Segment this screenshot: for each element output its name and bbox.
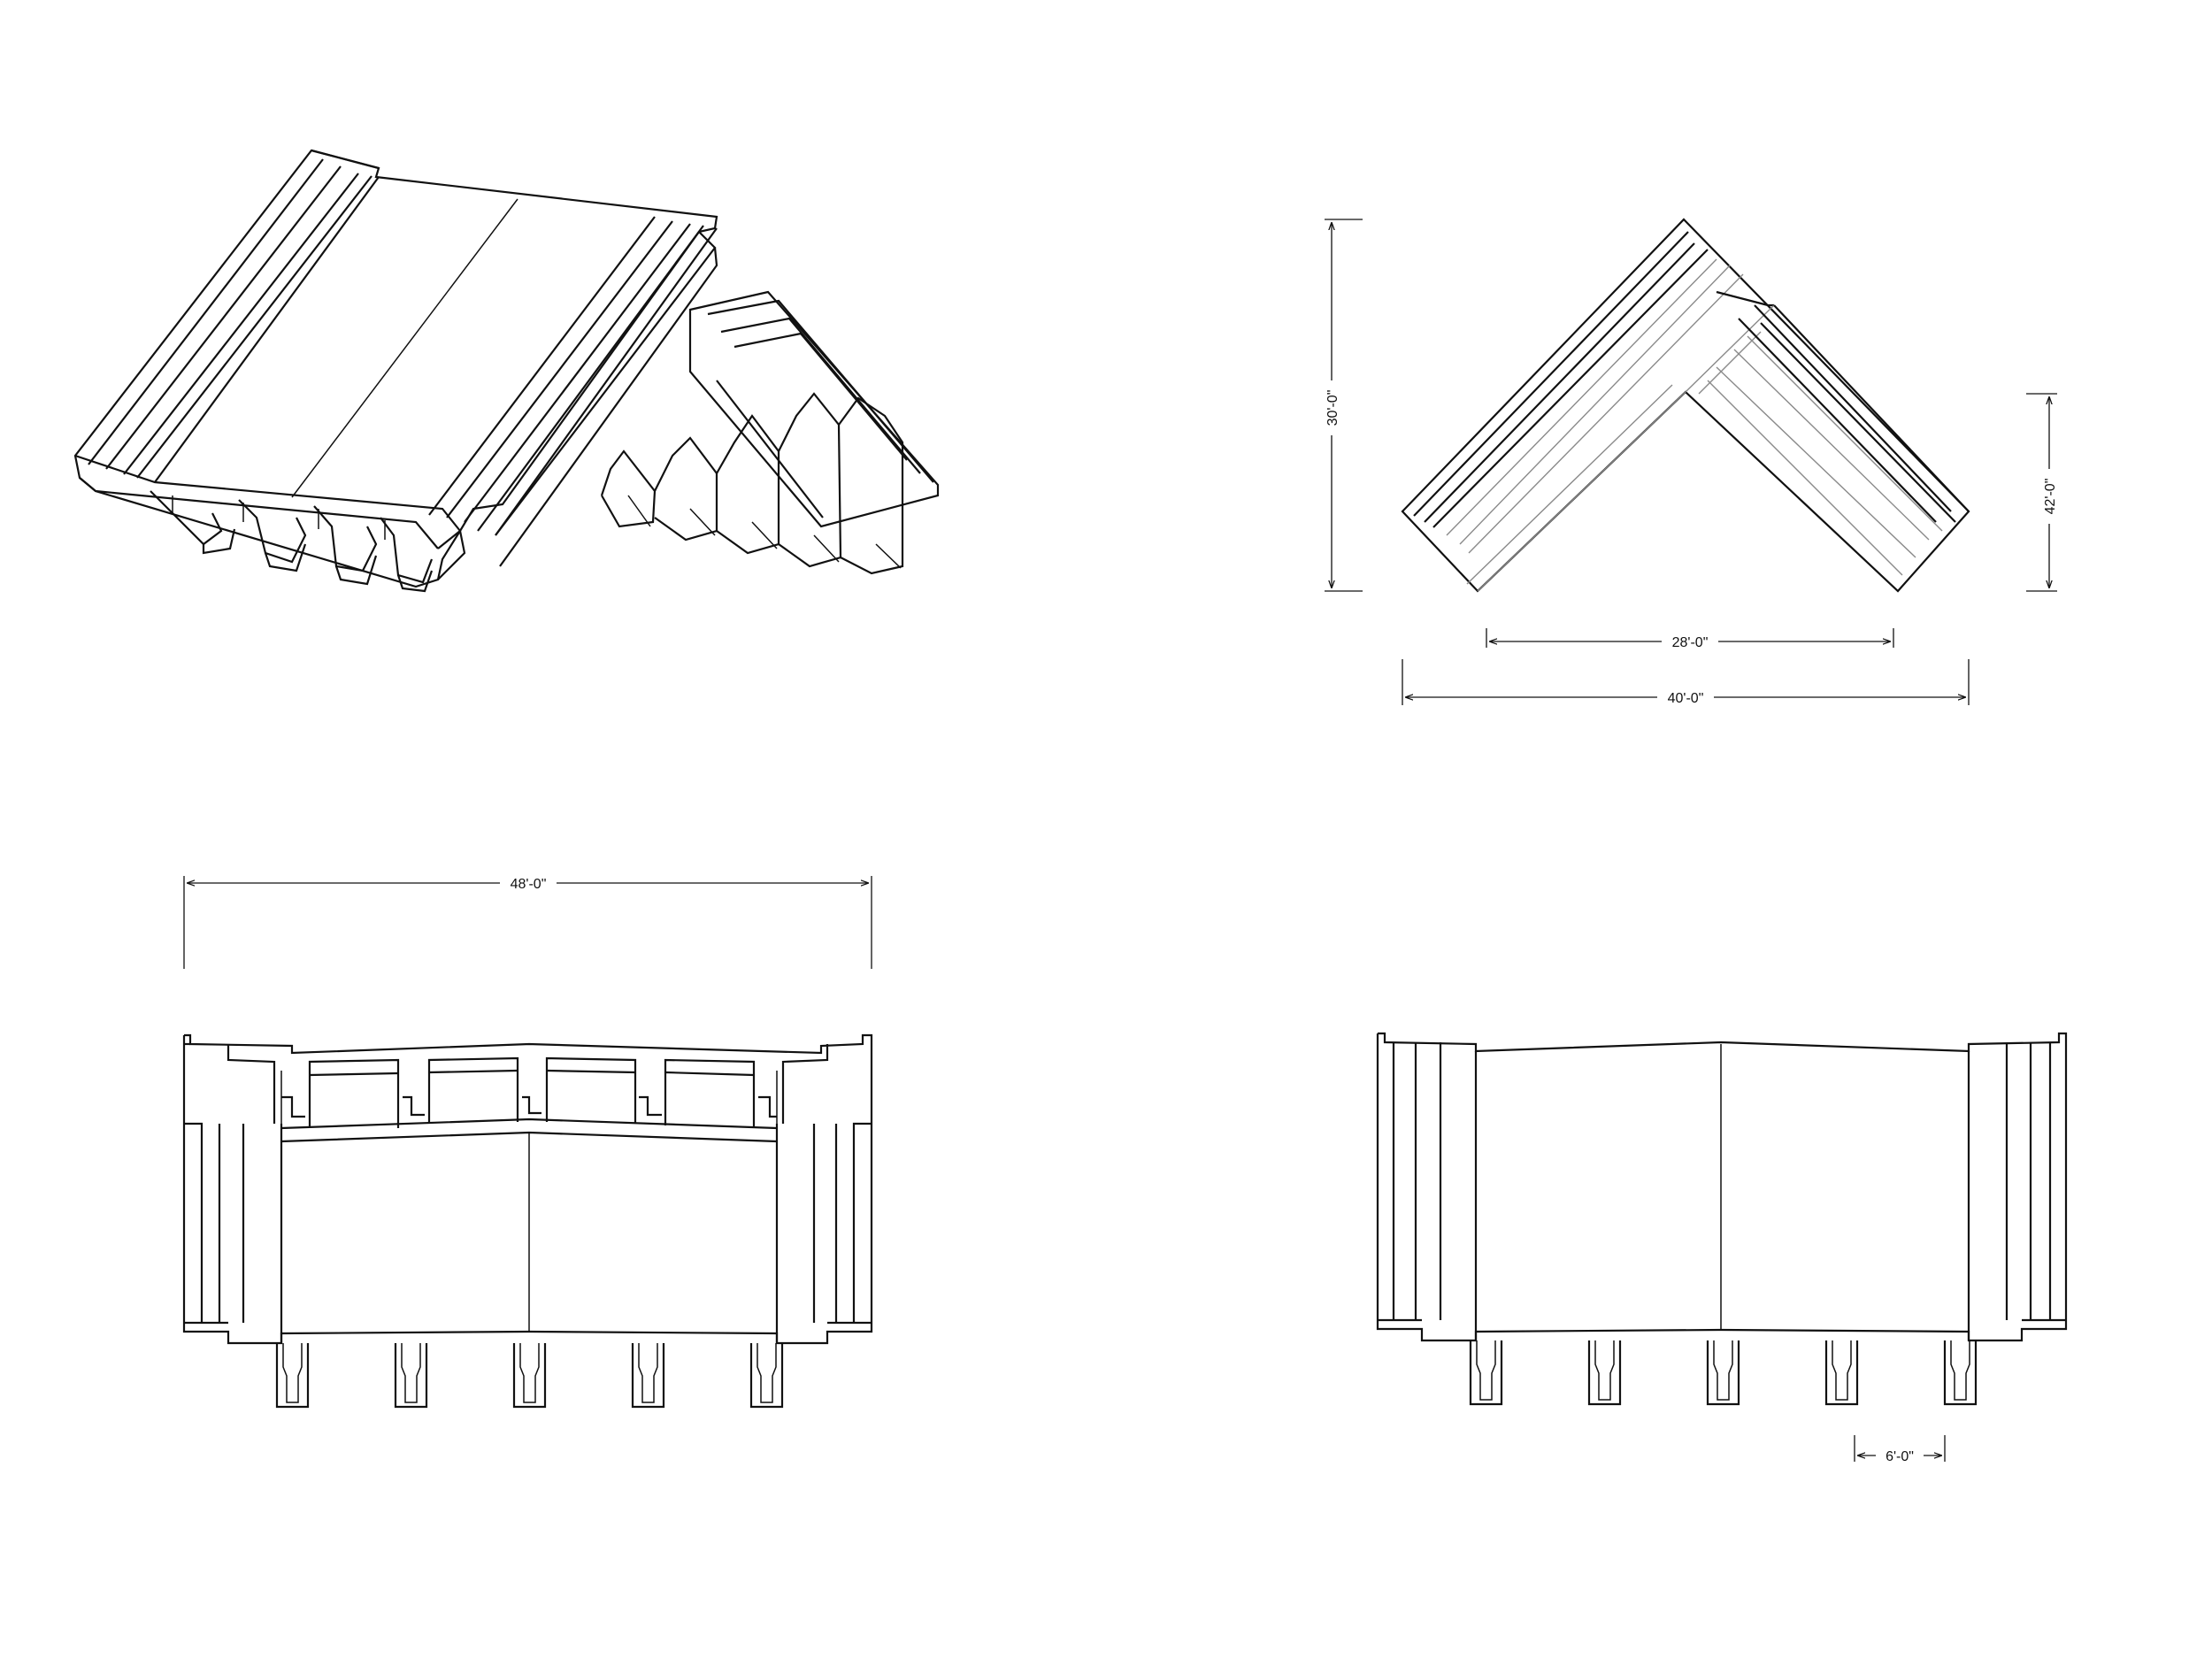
dim-plan-side: 42'-0": [2026, 393, 2063, 592]
front-elevation: 48'-0": [182, 872, 873, 1409]
dim-plan-outer-width: 40'-0": [1402, 659, 1970, 707]
front-legs: [275, 1343, 784, 1409]
dim-plan-inner-width: 28'-0": [1486, 628, 1894, 651]
axonometric-view: [73, 149, 940, 593]
dim-label-48ft: 48'-0": [511, 877, 547, 892]
rear-elevation: 6'-0": [1376, 1032, 2068, 1465]
dim-label-30ft: 30'-0": [1325, 390, 1340, 426]
dim-label-40ft: 40'-0": [1668, 691, 1704, 706]
dim-label-42ft: 42'-0": [2043, 479, 2058, 515]
dim-label-6ft: 6'-0": [1886, 1449, 1914, 1464]
plan-view: 30'-0" 42'-0" 28'-0" 40'-0": [1318, 218, 2063, 707]
dim-label-28ft: 28'-0": [1672, 635, 1709, 650]
dim-plan-height: 30'-0": [1318, 219, 1363, 592]
rear-legs: [1469, 1340, 1978, 1406]
axon-front-wing: [73, 149, 718, 593]
dim-front-width: 48'-0": [183, 872, 872, 969]
dim-rear-bay: 6'-0": [1854, 1435, 1946, 1465]
front-upper-bays: [280, 1056, 778, 1130]
axon-back-wing: [600, 290, 940, 575]
